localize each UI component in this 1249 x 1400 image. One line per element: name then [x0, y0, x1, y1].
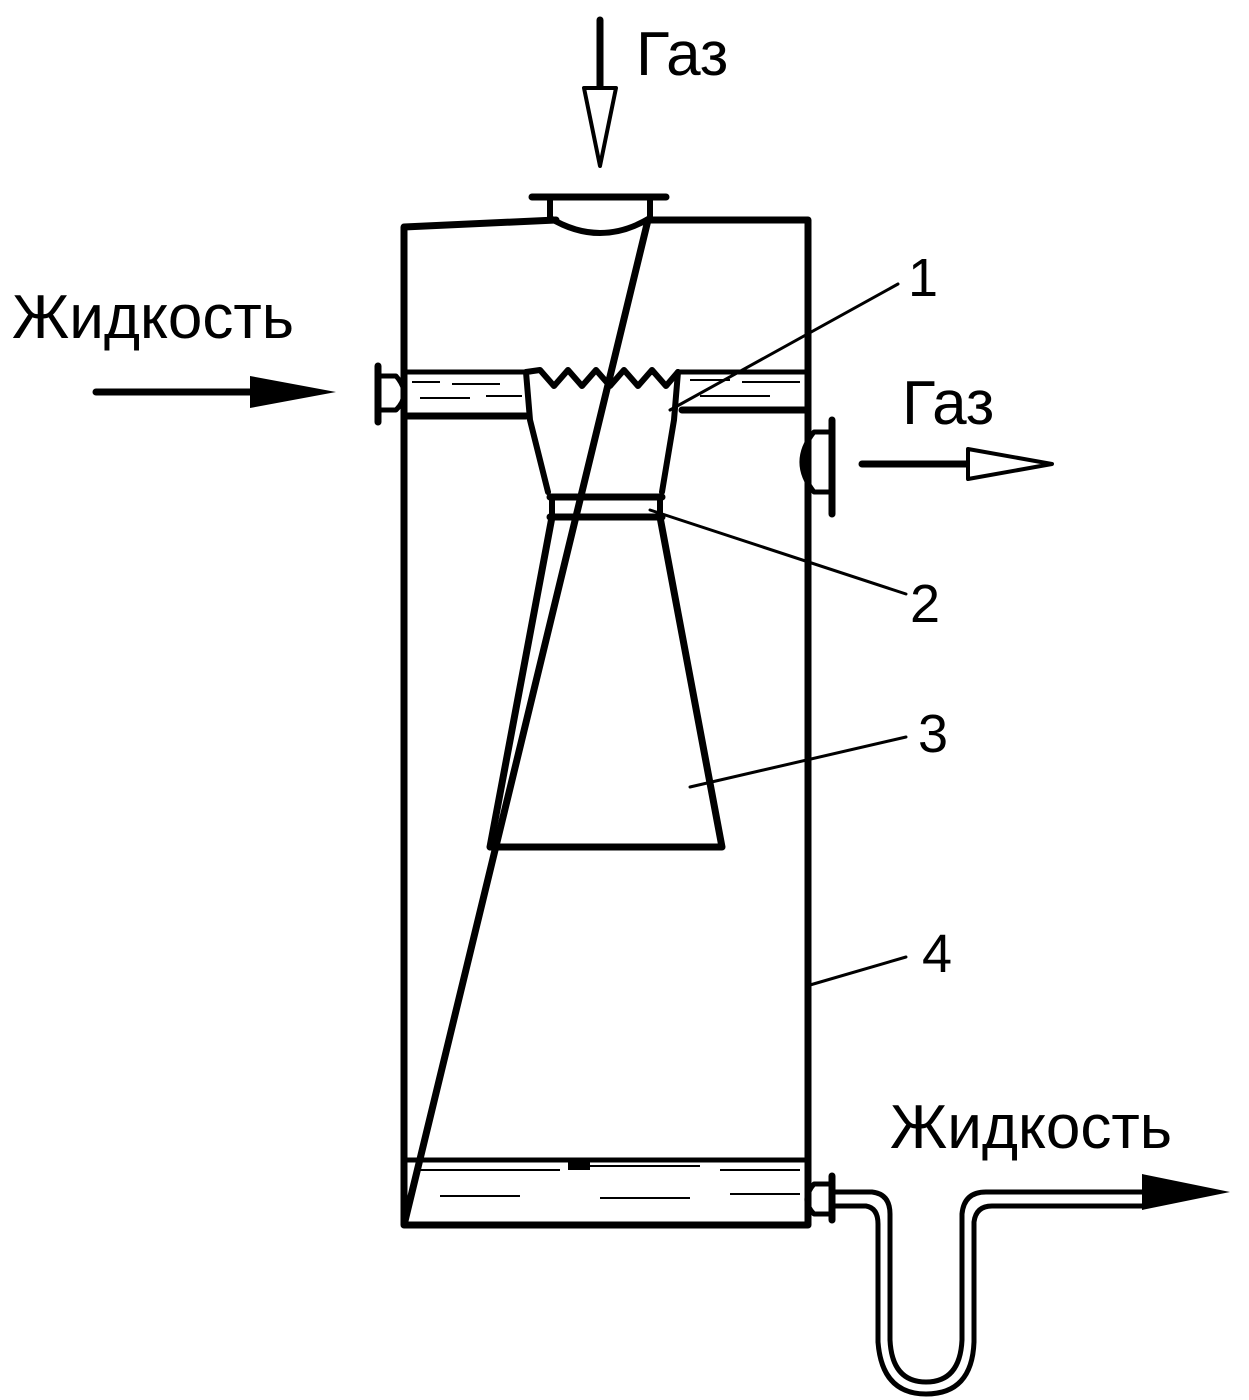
gas-outlet-label: Газ: [902, 369, 994, 438]
gas-inlet-arrow: [582, 16, 618, 168]
callout-leaders: [648, 282, 908, 987]
liquid-outlet-arrowhead: [1142, 1174, 1230, 1210]
liquid-outlet-nozzle: [804, 1172, 836, 1224]
liquid-inlet-label: Жидкость: [12, 283, 294, 352]
callout-2-throat: 2: [910, 574, 940, 634]
callout-1-confuser: 1: [908, 248, 938, 308]
venturi-diffuser: [486, 513, 726, 851]
gas-outlet-arrow: [858, 447, 1054, 481]
top-gas-nozzle: [528, 193, 670, 236]
venturi-throat: [546, 493, 666, 521]
vessel-body: [400, 216, 812, 1229]
callout-3-diffuser: 3: [918, 704, 948, 764]
bottom-liquid-level: [401, 1157, 811, 1199]
venturi-confuser: [523, 367, 681, 495]
upper-liquid-tray: [400, 369, 812, 420]
gas-outlet-nozzle: [799, 416, 836, 518]
gas-inlet-label: Газ: [636, 20, 728, 89]
callout-4-vessel: 4: [922, 924, 952, 984]
liquid-outlet-label: Жидкость: [890, 1093, 1172, 1162]
liquid-inlet-nozzle: [374, 362, 407, 426]
liquid-outlet-u-trap: [829, 1189, 1148, 1397]
liquid-inlet-arrow: [92, 376, 336, 408]
